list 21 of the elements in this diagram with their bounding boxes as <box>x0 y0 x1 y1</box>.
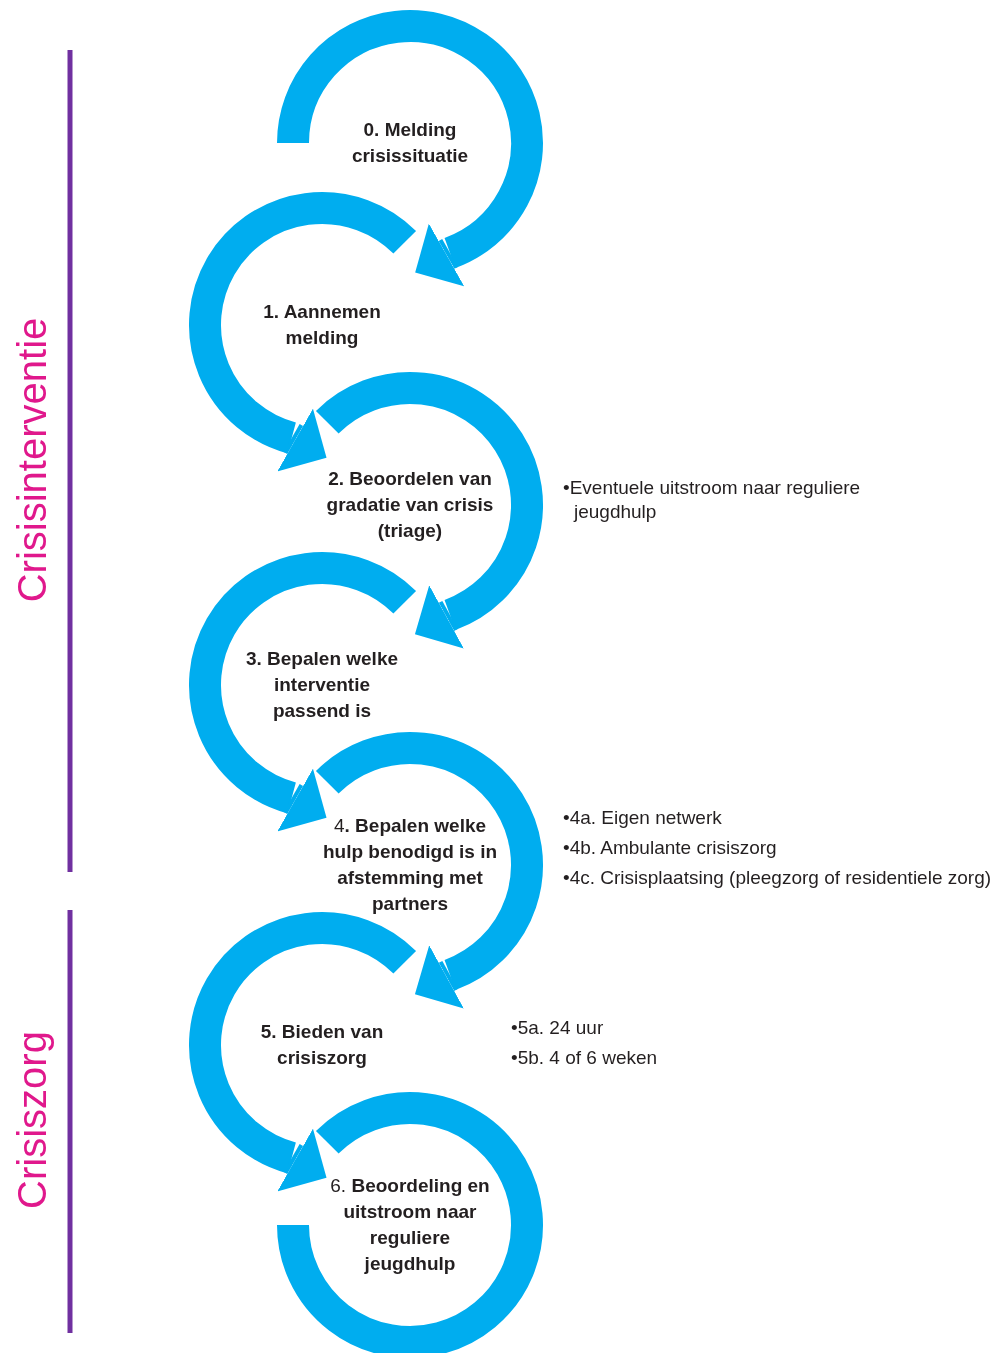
arrowhead <box>414 945 464 1009</box>
step-text: 3. Bepalen welke interventie passend is <box>244 647 400 723</box>
step-text: 4. Bepalen welke hulp benodigd is in afstemming met partners <box>322 814 498 916</box>
step-text: 2. Beoordelen van gradatie van crisis (triage) <box>325 467 495 543</box>
section-label: Crisiszorg <box>9 1031 55 1209</box>
step-text: 6. Beoordeling en uitstroom naar reguliere jeugdhulp <box>329 1174 491 1276</box>
bullet-text: •4c. Crisisplaatsing (pleegzorg of residentiele zorg) <box>563 866 993 890</box>
arrowhead <box>415 223 465 287</box>
bullet-text: •4a. Eigen netwerk <box>563 806 723 830</box>
section-label: Crisisinterventie <box>9 317 55 603</box>
arrowhead <box>277 408 327 472</box>
arrowhead <box>277 1128 327 1192</box>
bullet-text: •5b. 4 of 6 weken <box>511 1046 659 1070</box>
bullet-text: •Eventuele uitstroom naar reguliere jeugdhulp <box>563 476 862 524</box>
arrowhead <box>414 585 464 649</box>
step-text: 1. Aannemen melding <box>262 300 382 350</box>
bullet-text: •5a. 24 uur <box>511 1016 605 1040</box>
arrowhead <box>277 768 327 832</box>
bullet-text: •4b. Ambulante crisiszorg <box>563 836 778 860</box>
step-text: 0. Melding crisissituatie <box>350 118 470 168</box>
step-text: 5. Bieden van crisiszorg <box>259 1020 385 1070</box>
